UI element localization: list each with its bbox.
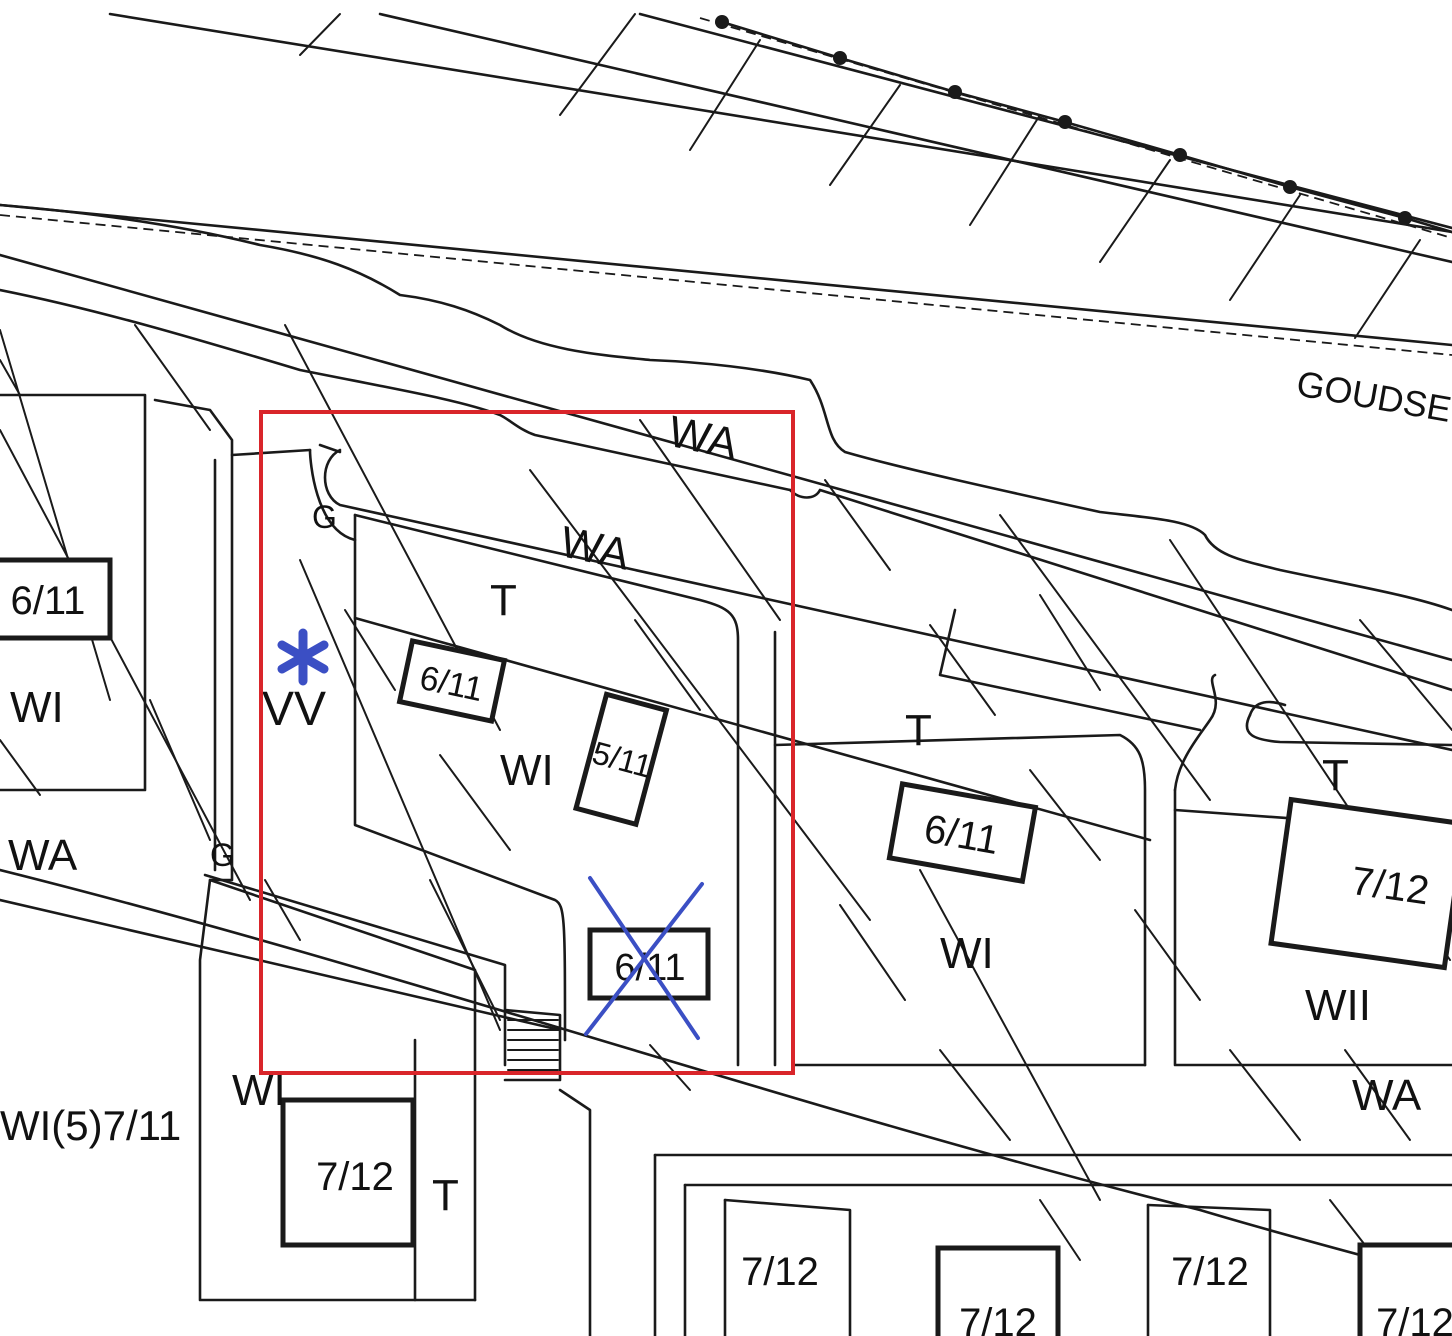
height-box-bottom-left: 7/12: [280, 1097, 416, 1248]
label-wa-bottom-right: WA: [1352, 1071, 1422, 1120]
road-band: [0, 203, 1452, 1282]
label-t-far-right: T: [1322, 751, 1349, 800]
label-t-inner: T: [490, 576, 517, 625]
height-label: 7/12: [741, 1250, 819, 1294]
label-wii-right: WII: [1305, 981, 1371, 1030]
highlight-rectangle: [259, 410, 795, 1075]
zoning-labels: WA WA T VV WI WA WI G G T WI T WII WA WI…: [0, 363, 1452, 1220]
height-box-right: 6/11: [886, 781, 1039, 885]
hatch-lines: [0, 324, 1452, 1291]
label-wa-left: WA: [8, 831, 78, 880]
height-label: 7/12: [316, 1155, 394, 1199]
label-wa-inner: WA: [556, 517, 635, 579]
label-wi-left: WI: [10, 683, 64, 732]
label-t-bottom: T: [432, 1171, 459, 1220]
label-t-right: T: [905, 706, 932, 755]
height-label: 7/12: [959, 1301, 1037, 1336]
label-vv: VV: [262, 683, 326, 736]
label-wi-right: WI: [940, 929, 994, 978]
height-label: 6/11: [11, 579, 86, 623]
height-box-bottom-4: 7/12: [1357, 1242, 1452, 1336]
height-label: 7/12: [1171, 1250, 1249, 1294]
height-box-bottom-1: 7/12: [741, 1250, 819, 1294]
height-box-far-right: 7/12: [1268, 796, 1452, 971]
railway-lines: [0, 12, 1452, 356]
label-g-top: G: [312, 499, 337, 535]
label-wi5-bottom-left: WI(5)7/11: [0, 1102, 181, 1149]
label-wi-center: WI: [500, 746, 554, 795]
height-box-bottom-3: 7/12: [1171, 1250, 1249, 1294]
height-label: 7/12: [1376, 1301, 1452, 1336]
cross-out-mark: [584, 876, 704, 1040]
label-wa-top: WA: [664, 407, 743, 469]
plot-outlines: [0, 393, 1452, 1336]
street-name: GOUDSE HO: [1294, 363, 1452, 442]
height-box-center-top: 6/11: [396, 637, 508, 725]
asterisk-marker: [277, 628, 329, 686]
height-box-center-rotated: 5/11: [572, 691, 670, 828]
height-label: 7/12: [1349, 859, 1432, 913]
height-box-left: 6/11: [0, 557, 113, 641]
height-box-bottom-2: 7/12: [935, 1245, 1061, 1336]
label-g-bottom: G: [210, 837, 235, 873]
